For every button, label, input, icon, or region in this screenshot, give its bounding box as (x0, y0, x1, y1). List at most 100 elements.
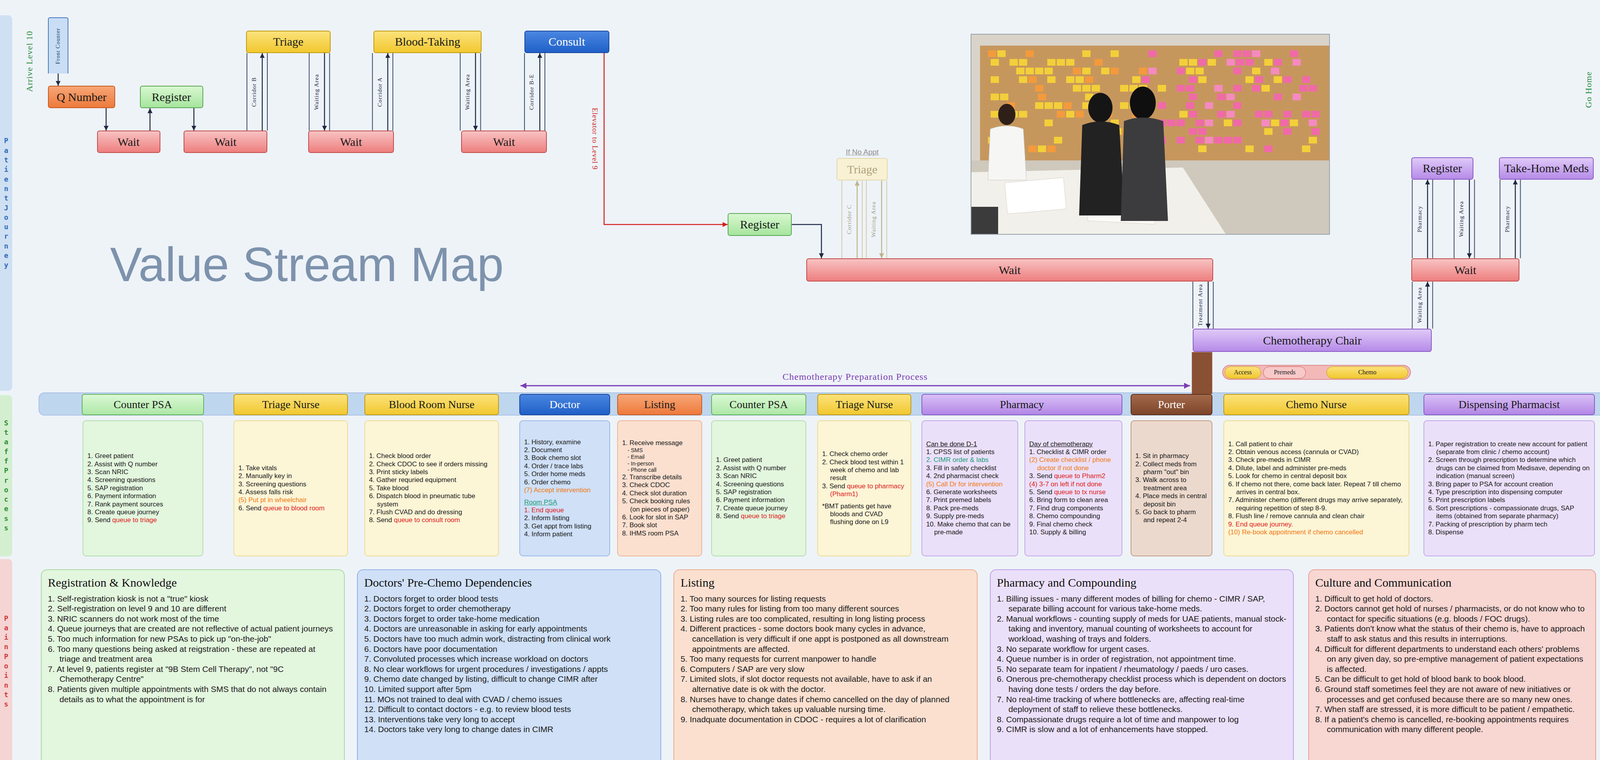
task-item: 8. Pack pre-meds (926, 504, 1015, 513)
task-item: 2. Collect meds from pharm "out" bin (1135, 460, 1209, 477)
sticky-note (987, 50, 997, 58)
wait-box: Wait (97, 130, 161, 153)
task-item: 1. Greet patient (87, 452, 199, 460)
text-group: Chemotherapy Chair (1263, 333, 1362, 348)
person-head (1129, 86, 1156, 120)
box-label: Q Number (56, 90, 107, 104)
pain-point-item: 6. Onerous pre-chemotherapy checklist pr… (996, 673, 1288, 694)
pain-point-item: 8. Nurses have to change dates if chemo … (680, 694, 971, 715)
sticky-note (1148, 50, 1157, 58)
text-group: Chemo Nurse (1285, 398, 1347, 411)
pain-point-panel: Listing1. Too many sources for listing r… (673, 569, 978, 760)
task-item: 6. Generate worksheets (926, 488, 1015, 497)
sticky-note (1264, 58, 1273, 66)
role-header: Triage Nurse (817, 393, 912, 416)
staff-band (38, 392, 1600, 416)
text-group: Wait (214, 135, 237, 149)
band-label: Pain Points (3, 613, 9, 710)
connector-label: Waiting Area (464, 73, 471, 111)
connector-label: Treatment Area (1197, 283, 1203, 327)
connector-label: Corridor B-E (528, 73, 535, 111)
pipe-outline (308, 53, 330, 131)
workshop-photo (970, 33, 1330, 235)
sticky-note (1311, 110, 1320, 118)
sticky-note (1233, 119, 1242, 127)
task-item: 7. Find drug components (1029, 504, 1119, 513)
pain-point-item: 2. Doctors forget to order chemotherapy (364, 603, 655, 614)
task-list-box: 1. Sit in pharmacy2. Collect meds from p… (1130, 420, 1213, 556)
sticky-note (1302, 145, 1311, 153)
sticky-note (1188, 110, 1198, 118)
sticky-note (1204, 102, 1214, 109)
condition-label: If No Appt (845, 147, 879, 157)
pain-point-item: 14. Doctors take very long to change dat… (364, 724, 655, 735)
task-item: 6. Order chemo (524, 478, 607, 487)
sticky-note (1044, 102, 1053, 109)
sticky-note (1252, 50, 1261, 58)
sticky-note (1217, 110, 1226, 118)
sticky-note (1047, 145, 1056, 153)
task-item: 3. Check CDOC (621, 481, 698, 490)
sticky-note (1261, 84, 1270, 92)
pain-point-item: 1. Too many sources for listing requests (680, 593, 971, 604)
pipe-outline (372, 53, 393, 131)
box-label: Porter (1158, 398, 1185, 411)
text-group: 1. Greet patient2. Assist with Q number3… (715, 456, 802, 521)
text-group: Wait (1454, 263, 1477, 277)
sticky-note (1082, 84, 1091, 92)
sticky-note (1094, 58, 1103, 66)
task-item: 4. Dilute, label and administer pre-meds (1228, 464, 1406, 473)
box-label: Listing (643, 398, 675, 411)
text-group: If No ApptTriage (847, 162, 878, 177)
box-label: Blood Room Nurse (388, 398, 475, 411)
text-group: Listing (643, 398, 675, 411)
sticky-note (1066, 110, 1075, 118)
box-label: Wait (1454, 263, 1477, 277)
pain-point-panel: Registration & Knowledge1. Self-registra… (40, 569, 346, 760)
pain-point-item: 1. Billing issues - many different modes… (996, 593, 1288, 614)
box-label: Triage (847, 162, 878, 177)
flow-arrow (105, 108, 107, 131)
task-item: (10) Re-book appoitnment if chemo cancel… (1228, 528, 1406, 537)
sticky-note (1018, 58, 1028, 66)
pain-point-item: 5. Too much information for new PSAs to … (47, 633, 339, 644)
task-item: 4. Screening questions (715, 480, 802, 489)
task-item: 3. Check pre-meds in CIMR (1228, 456, 1406, 464)
sticky-note (1025, 67, 1034, 75)
sticky-note (1273, 58, 1282, 66)
sticky-note (1176, 136, 1185, 144)
box-label: Take-Home Meds (1504, 161, 1589, 175)
task-item: 5. Check booking rules (on pieces of pap… (621, 497, 698, 514)
task-item: 5. SAP registration (715, 488, 802, 497)
flow-arrow (1469, 179, 1471, 259)
text-group: Register (1422, 161, 1463, 175)
box-label: Chemo Nurse (1285, 398, 1347, 411)
task-item: 6. Payment information (87, 492, 199, 501)
sticky-note (1066, 58, 1075, 66)
task-item: 4. Gather requried equipment (369, 476, 496, 484)
task-item: 3. Bring paper to PSA for account creati… (1428, 480, 1591, 489)
pain-point-item: 6. Too many questions being asked at rei… (47, 643, 339, 664)
task-item: 3. Sendqueue to Pharm2 (1029, 472, 1119, 480)
pipe-outline (1412, 281, 1433, 329)
task-item: queue to triage (112, 516, 157, 524)
task-list-box: 1. Receive message- SMS- Email- In-perso… (617, 420, 702, 556)
connector-label: Corridor A (376, 76, 383, 108)
sticky-note (1289, 119, 1299, 127)
task-list-box: Day of chemotherapy1. Checklist & CIMR o… (1024, 420, 1123, 556)
sticky-note (1254, 110, 1264, 118)
sticky-note (1226, 58, 1235, 66)
text-group: Registration & Knowledge1. Self-registra… (47, 575, 339, 705)
pain-point-item: 6. Doctors have poor documentation (364, 643, 655, 655)
task-item: 1. Call patient to chair (1228, 440, 1406, 449)
box-label: Triage Nurse (262, 398, 320, 411)
task-item: 6. Bring form to clean area (1029, 496, 1119, 504)
process-box: Consult (524, 30, 609, 54)
sticky-note (1018, 76, 1028, 83)
pain-point-item: 6. Computers / SAP are very slow (680, 663, 971, 675)
box-label: Consult (548, 34, 585, 49)
task-item: 2. Document (524, 446, 607, 455)
pipe-outline (866, 180, 887, 258)
text-group: 1. Greet patient2. Assist with Q number3… (87, 452, 199, 525)
task-item: 1. Paper registration to create new acco… (1428, 440, 1591, 457)
